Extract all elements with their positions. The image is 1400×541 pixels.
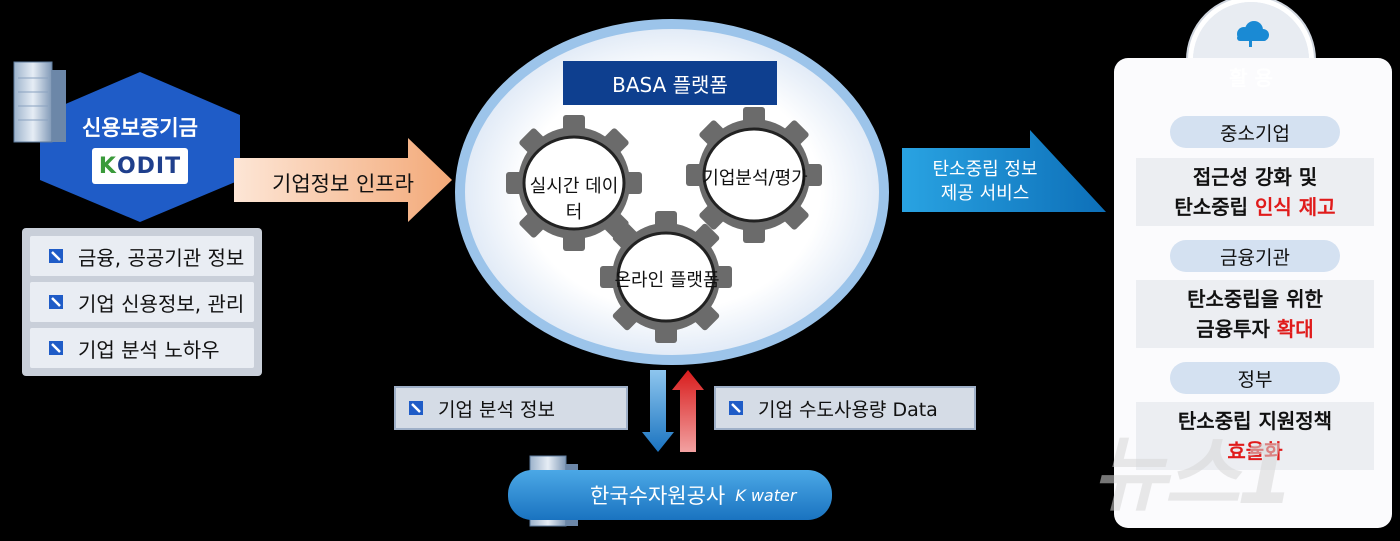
water-usage-label: 기업 수도사용량 Data xyxy=(758,398,938,421)
service-arrow-line2: 제공 서비스 xyxy=(940,183,1030,204)
kwater-pill: 한국수자원공사 K water xyxy=(508,470,832,520)
effect-finance-line1: 탄소중립을 위한 xyxy=(1187,287,1323,311)
gear-label-analysis: 기업분석/평가 xyxy=(702,168,808,189)
gear-business-analysis-icon xyxy=(686,107,822,243)
list-item-label: 기업 분석 노하우 xyxy=(78,337,220,362)
effect-finance-line2: 금융투자 xyxy=(1196,317,1277,341)
effect-sme-highlight: 인식 제고 xyxy=(1255,195,1336,219)
pen-icon xyxy=(49,249,63,263)
effect-sme: 접근성 강화 및 탄소중립 인식 제고 xyxy=(1136,158,1374,226)
category-finance: 금융기관 xyxy=(1170,240,1340,272)
service-arrow xyxy=(902,130,1106,212)
category-government: 정부 xyxy=(1170,362,1340,394)
gear-realtime-data-icon xyxy=(506,115,642,251)
pen-icon xyxy=(409,401,423,415)
gear-online-platform-icon xyxy=(600,211,732,343)
analysis-info-label: 기업 분석 정보 xyxy=(438,398,555,421)
kodit-logo-text: ODIT xyxy=(116,153,182,179)
kodit-hexagon xyxy=(40,72,240,222)
effect-sme-line1: 접근성 강화 및 xyxy=(1192,165,1318,189)
list-item: 기업 분석 노하우 xyxy=(30,328,254,368)
gear-label-realtime: 실시간 데이터 xyxy=(529,176,619,223)
effect-finance-highlight: 확대 xyxy=(1276,317,1314,341)
pen-icon xyxy=(729,401,743,415)
service-arrow-label: 탄소중립 정보 제공 서비스 xyxy=(910,158,1060,206)
kwater-logo: K water xyxy=(735,485,797,505)
infra-arrow-label: 기업정보 인프라 xyxy=(272,172,414,196)
news1-watermark: 뉴스1 xyxy=(1092,428,1294,523)
pen-icon xyxy=(49,295,63,309)
water-usage-box: 기업 수도사용량 Data xyxy=(714,386,976,430)
effect-government-highlight: 효율화 xyxy=(1227,439,1283,463)
infra-arrow xyxy=(234,138,452,222)
basa-title: BASA 플랫폼 xyxy=(563,61,777,105)
pen-icon xyxy=(49,341,63,355)
usage-title: 활 용 xyxy=(1229,66,1273,90)
down-arrow xyxy=(642,370,674,452)
effect-finance: 탄소중립을 위한 금융투자 확대 xyxy=(1136,280,1374,348)
category-sme: 중소기업 xyxy=(1170,116,1340,148)
list-item-label: 금융, 공공기관 정보 xyxy=(78,245,245,270)
kodit-name: 신용보증기금 xyxy=(82,116,198,140)
gear-label-online: 온라인 플랫폼 xyxy=(614,270,720,291)
cloud-icon xyxy=(1237,21,1269,47)
up-arrow xyxy=(672,370,704,452)
basa-platform-ellipse xyxy=(455,19,889,365)
list-item: 금융, 공공기관 정보 xyxy=(30,236,254,276)
kwater-name: 한국수자원공사 xyxy=(590,484,726,508)
effect-government: 탄소중립 지원정책 효율화 xyxy=(1136,402,1374,470)
analysis-info-box: 기업 분석 정보 xyxy=(394,386,628,430)
effect-sme-line2: 탄소중립 xyxy=(1174,195,1255,219)
list-item: 기업 신용정보, 관리 xyxy=(30,282,254,322)
kodit-info-list: 금융, 공공기관 정보 기업 신용정보, 관리 기업 분석 노하우 xyxy=(22,228,262,376)
service-arrow-line1: 탄소중립 정보 xyxy=(932,159,1038,180)
kodit-building-icon xyxy=(13,61,66,143)
list-item-label: 기업 신용정보, 관리 xyxy=(78,291,245,316)
effect-government-line1: 탄소중립 지원정책 xyxy=(1177,409,1333,433)
